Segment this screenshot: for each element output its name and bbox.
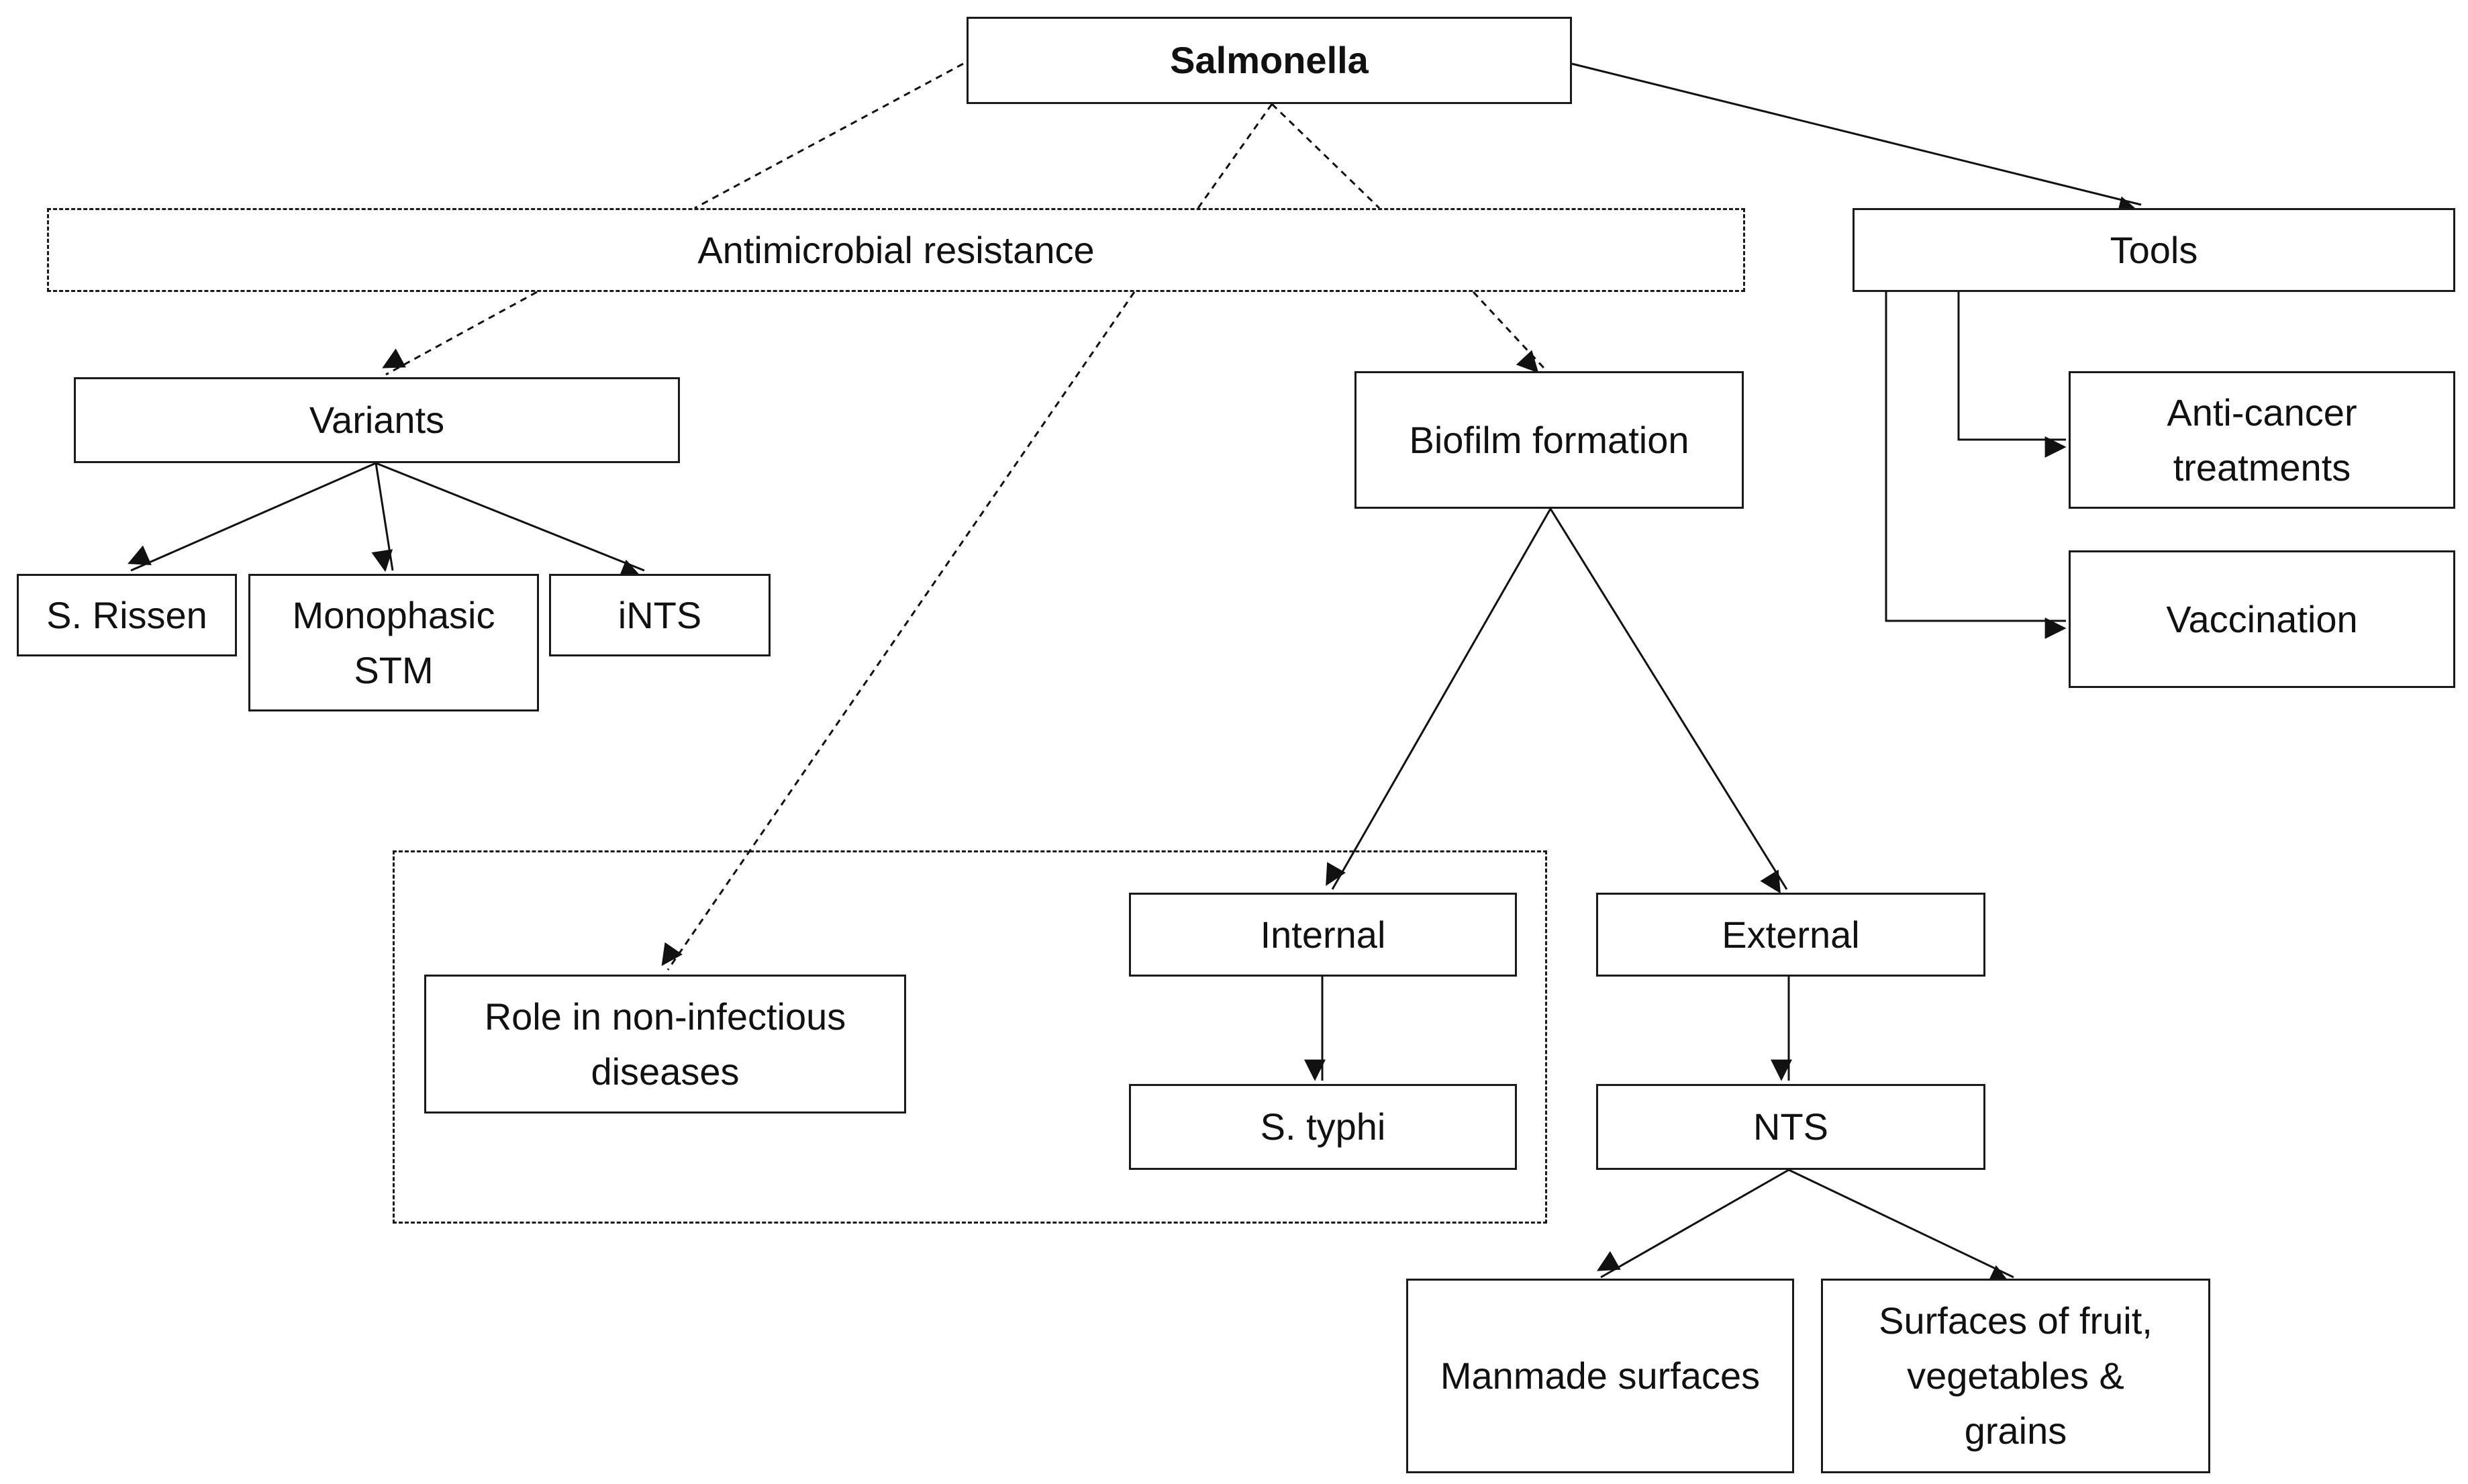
node-internal: Internal bbox=[1129, 893, 1517, 977]
node-s-rissen: S. Rissen bbox=[17, 574, 237, 656]
node-nts: NTS bbox=[1596, 1084, 1985, 1170]
edge-variants-ints bbox=[375, 462, 645, 580]
node-s-typhi: S. typhi bbox=[1129, 1084, 1517, 1170]
edge-biofilm-internal bbox=[1326, 508, 1552, 890]
edge-salmonella-amr-right bbox=[1271, 103, 1381, 209]
node-salmonella: Salmonella bbox=[967, 17, 1572, 104]
edge-salmonella-amr-mid bbox=[1197, 103, 1273, 209]
node-variants: Variants bbox=[74, 377, 680, 463]
edge-amr-variants bbox=[382, 291, 538, 376]
edge-tools-anticancer bbox=[1957, 292, 2067, 458]
node-biofilm-formation: Biofilm formation bbox=[1354, 371, 1744, 509]
edge-variants-monophasic bbox=[371, 462, 394, 573]
node-manmade-surfaces: Manmade surfaces bbox=[1406, 1279, 1794, 1473]
edge-nts-manmade bbox=[1597, 1169, 1789, 1279]
edge-tools-vaccination bbox=[1885, 292, 2067, 640]
node-monophasic-stm: Monophasic STM bbox=[248, 574, 539, 711]
edge-amr-biofilm bbox=[1472, 291, 1545, 373]
edge-biofilm-external bbox=[1549, 508, 1788, 894]
node-anti-cancer-treatments: Anti-cancer treatments bbox=[2069, 371, 2455, 509]
edge-nts-fruit bbox=[1788, 1169, 2014, 1285]
edge-variants-srissen bbox=[128, 462, 377, 572]
non-infectious-group bbox=[393, 850, 1547, 1224]
node-role-non-infectious-diseases: Role in non-infectious diseases bbox=[424, 975, 906, 1114]
edge-salmonella-tools bbox=[1571, 62, 2142, 217]
edge-amr-role bbox=[661, 291, 1136, 971]
edge-salmonella-amr-left bbox=[694, 62, 964, 209]
node-tools: Tools bbox=[1853, 208, 2455, 292]
node-antimicrobial-resistance: Antimicrobial resistance bbox=[47, 208, 1745, 292]
node-vaccination: Vaccination bbox=[2069, 550, 2455, 688]
node-external: External bbox=[1596, 893, 1985, 977]
node-surfaces-fruit-vegetables-grains: Surfaces of fruit, vegetables & grains bbox=[1821, 1279, 2210, 1473]
node-ints: iNTS bbox=[549, 574, 771, 656]
